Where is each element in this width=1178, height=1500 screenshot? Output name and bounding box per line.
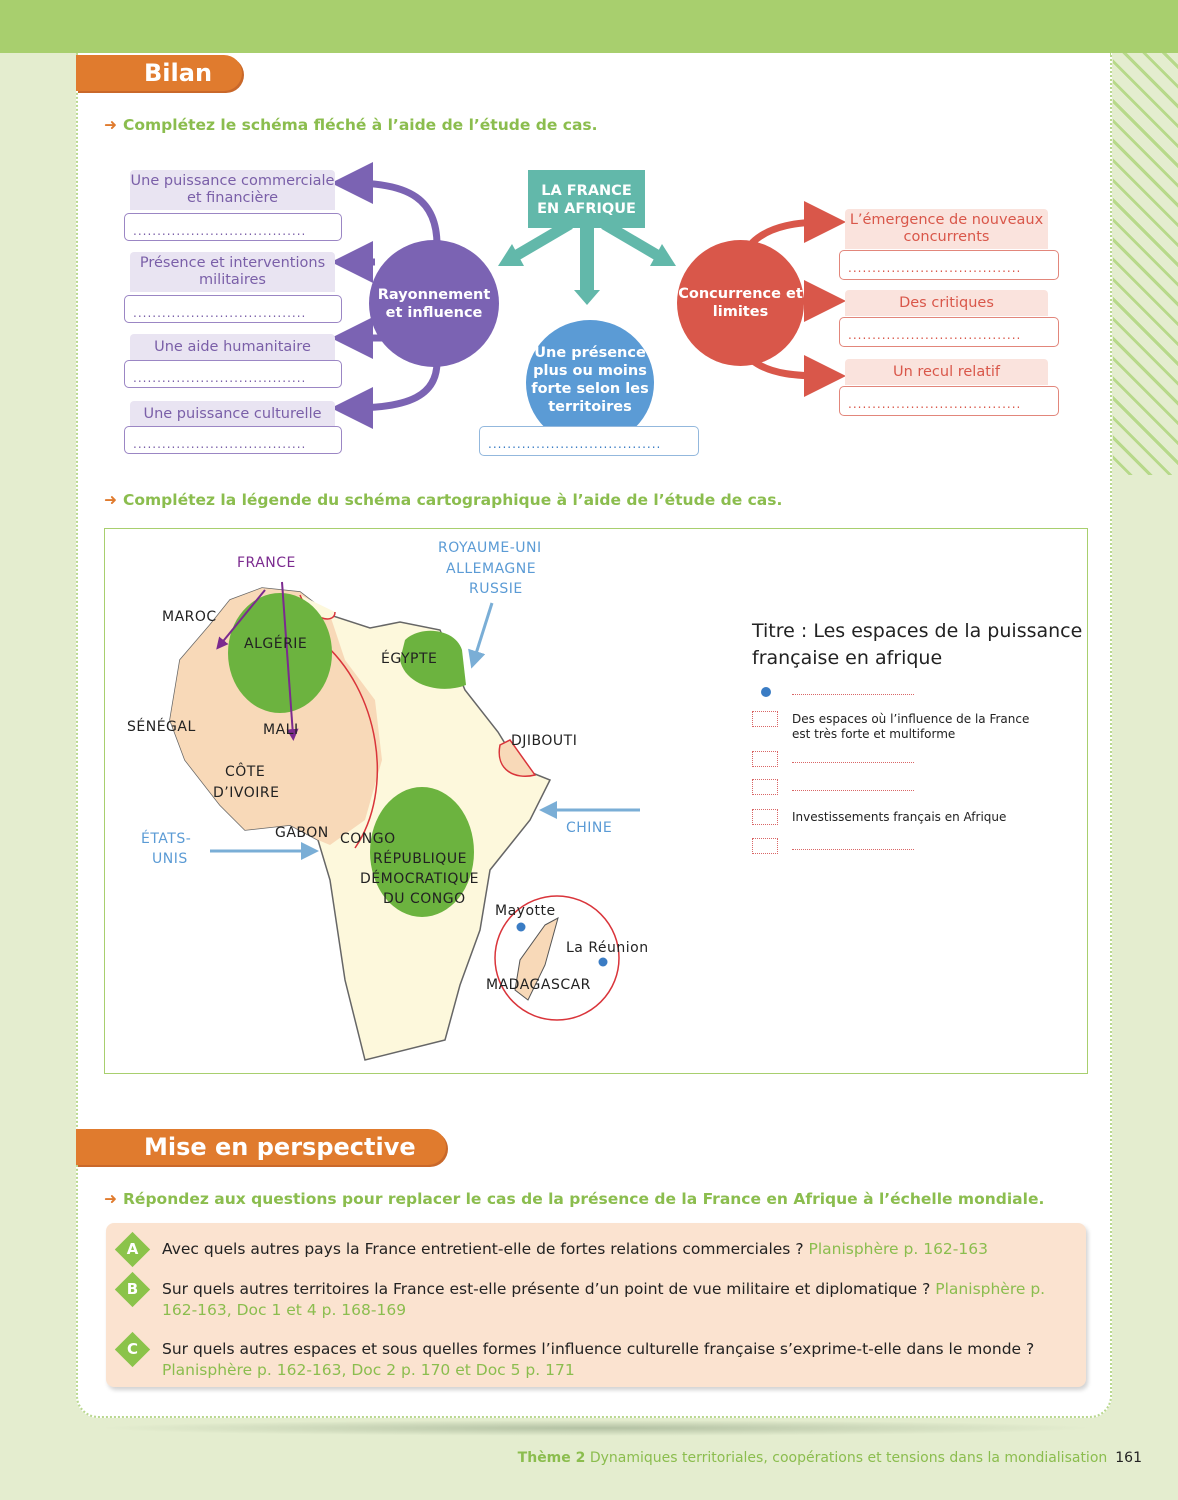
question-letter-b: B [126, 1280, 139, 1298]
dot-mayotte [516, 922, 526, 932]
answer-field-commercial[interactable]: .................................... [124, 213, 342, 241]
arrow-icon: ➜ [104, 491, 117, 509]
legend-title: Titre : Les espaces de la puissance franç… [752, 618, 1082, 672]
influence-algerie [228, 593, 332, 713]
footer-theme: Thème 2 [517, 1450, 586, 1466]
label-militaire: Présence et interventions militaires [130, 252, 335, 292]
answer-field-militaire[interactable]: .................................... [124, 295, 342, 323]
page-shadow [96, 1420, 1096, 1436]
legend-blank-4[interactable] [792, 789, 914, 791]
label-critiques: Des critiques [845, 290, 1048, 316]
map-label-mali: MALI [263, 722, 299, 738]
legend-title-line2: française en afrique [752, 647, 943, 669]
schema-arrows [331, 162, 846, 429]
instruction-text: Complétez la légende du schéma cartograp… [123, 491, 783, 509]
instruction-text: Complétez le schéma fléché à l’aide de l… [123, 116, 598, 134]
map-label-russie: RUSSIE [469, 581, 523, 597]
map-label-ivoire: D’IVOIRE [213, 785, 280, 801]
question-c: Sur quels autres espaces et sous quelles… [162, 1339, 1077, 1381]
map-label-allemagne: ALLEMAGNE [446, 561, 537, 577]
madagascar-shape [514, 917, 559, 1001]
legend-blank-6[interactable] [792, 848, 914, 850]
map-label-reunion: La Réunion [566, 940, 649, 956]
instruction-perspective: ➜ Répondez aux questions pour replacer le… [104, 1190, 1044, 1208]
map-label-chine: CHINE [566, 820, 613, 836]
question-b: Sur quels autres territoires la France e… [162, 1279, 1077, 1321]
legend-row-investissements: Investissements français en Afrique [792, 810, 1007, 824]
map-label-madagascar: MADAGASCAR [486, 977, 591, 993]
map-label-unis: UNIS [152, 851, 188, 867]
map-label-rdc-1: RÉPUBLIQUE [373, 851, 467, 867]
center-title-box: LA FRANCE EN AFRIQUE [528, 170, 645, 228]
map-label-mayotte: Mayotte [495, 903, 556, 919]
answer-field-presence[interactable]: .................................... [479, 426, 699, 456]
map-label-rdc-2: DÉMOCRATIQUE [360, 871, 479, 887]
legend-dot-icon [761, 687, 771, 697]
influence-egypte [400, 630, 466, 689]
question-c-ref: Planisphère p. 162-163, Doc 2 p. 170 et … [162, 1361, 575, 1379]
decorative-hatch [1113, 53, 1178, 475]
question-letter-c: C [126, 1340, 138, 1358]
answer-field-culturelle[interactable]: .................................... [124, 426, 342, 454]
map-label-etats: ÉTATS- [141, 831, 192, 847]
question-letter-a: A [126, 1240, 139, 1258]
map-label-algerie: ALGÉRIE [244, 636, 308, 652]
legend-swatch-6 [752, 838, 778, 854]
label-culturelle: Une puissance culturelle [130, 401, 335, 427]
label-concurrents: L’émergence de nouveaux concurrents [845, 209, 1048, 249]
map-label-senegal: SÉNÉGAL [127, 719, 196, 735]
circle-presence: Une présence plus ou moins forte selon l… [526, 320, 654, 446]
map-label-djibouti: DJIBOUTI [511, 733, 578, 749]
top-banner [0, 0, 1178, 53]
legend-blank-3[interactable] [792, 761, 914, 763]
africa-map [169, 581, 640, 1061]
legend-swatch-3 [752, 751, 778, 767]
answer-field-recul[interactable]: .................................... [839, 386, 1059, 416]
question-a: Avec quels autres pays la France entreti… [162, 1239, 1077, 1260]
arrow-icon: ➜ [104, 1190, 117, 1208]
circle-rayonnement: Rayonnement et influence [369, 240, 499, 367]
legend-swatch-5 [752, 809, 778, 825]
dot-reunion [598, 957, 608, 967]
page-footer: Thème 2 Dynamiques territoriales, coopér… [518, 1450, 1142, 1466]
section-title-perspective: Mise en perspective [76, 1129, 446, 1165]
label-commercial: Une puissance commerciale et financière [130, 170, 335, 210]
question-b-ref: Planisphère p. 162-163, Doc 1 et 4 p. 16… [162, 1280, 1046, 1319]
question-a-ref: Planisphère p. 162-163 [808, 1240, 988, 1258]
legend-row2-line2: est très forte et multiforme [792, 727, 956, 741]
map-label-cote: CÔTE [225, 764, 266, 780]
question-a-text: Avec quels autres pays la France entreti… [162, 1240, 809, 1258]
arrow-icon: ➜ [104, 116, 117, 134]
legend-swatch-2 [752, 711, 778, 727]
map-label-rdc-3: DU CONGO [383, 891, 466, 907]
page-number: 161 [1115, 1450, 1142, 1466]
answer-field-concurrents[interactable]: .................................... [839, 250, 1059, 280]
legend-row2-line1: Des espaces où l’influence de la France [792, 712, 1030, 726]
map-label-maroc: MAROC [162, 609, 217, 625]
label-humanitaire: Une aide humanitaire [130, 334, 335, 360]
question-c-text: Sur quels autres espaces et sous quelles… [162, 1340, 1035, 1358]
legend-blank-1[interactable] [792, 693, 914, 695]
map-label-congo: CONGO [340, 831, 396, 847]
instruction-carte: ➜ Complétez la légende du schéma cartogra… [104, 491, 782, 509]
instruction-text: Répondez aux questions pour replacer le … [123, 1190, 1045, 1208]
label-recul: Un recul relatif [845, 359, 1048, 385]
answer-field-humanitaire[interactable]: .................................... [124, 360, 342, 388]
instruction-schema: ➜ Complétez le schéma fléché à l’aide de … [104, 116, 598, 134]
map-label-royaume-uni: ROYAUME-UNI [438, 540, 542, 556]
answer-field-critiques[interactable]: .................................... [839, 317, 1059, 347]
map-label-gabon: GABON [275, 825, 329, 841]
legend-title-line1: Titre : Les espaces de la puissance [752, 620, 1083, 642]
circle-concurrence: Concurrence et limites [677, 240, 804, 366]
legend-swatch-4 [752, 779, 778, 795]
map-label-egypte: ÉGYPTE [381, 651, 438, 667]
questions-box [106, 1223, 1086, 1387]
section-title-bilan: Bilan [76, 55, 243, 91]
map-label-france: FRANCE [237, 555, 296, 571]
footer-text: Dynamiques territoriales, coopérations e… [589, 1450, 1108, 1466]
influence-rdc [370, 787, 474, 917]
question-b-text: Sur quels autres territoires la France e… [162, 1280, 936, 1298]
